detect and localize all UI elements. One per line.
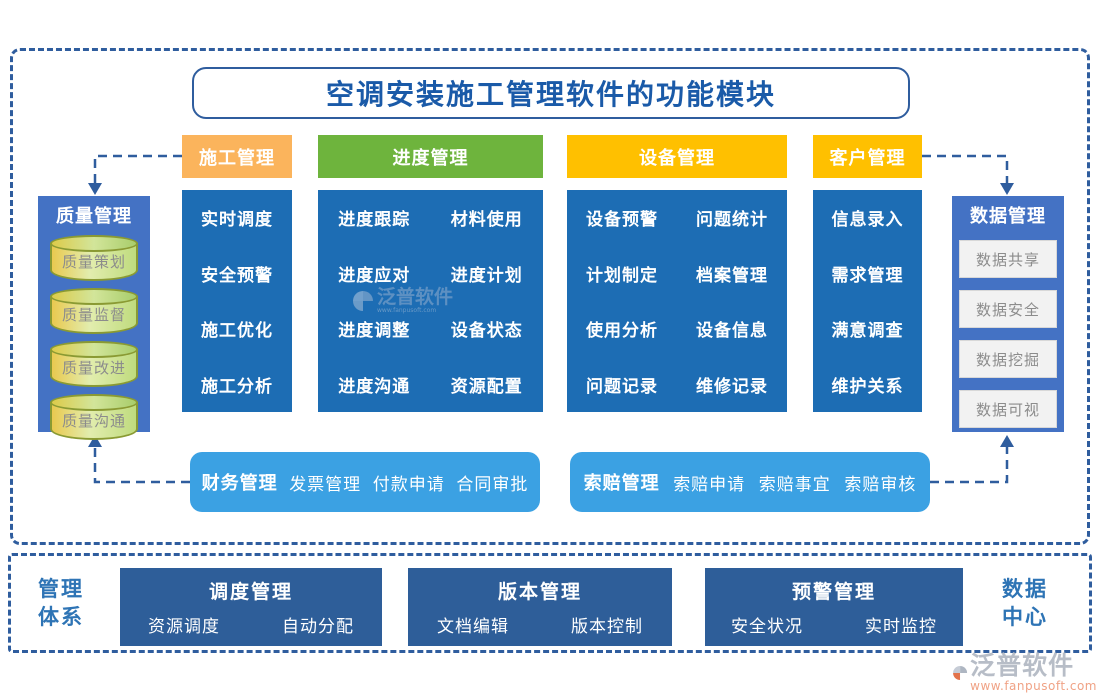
module-item: 需求管理 bbox=[831, 265, 904, 286]
module-item: 满意调查 bbox=[831, 321, 904, 342]
label-line: 中心 bbox=[1002, 605, 1048, 630]
panel-title: 质量管理 bbox=[56, 206, 132, 227]
cylinder-top bbox=[50, 341, 138, 358]
bottom-dashed-frame bbox=[8, 553, 1092, 653]
module-item: 进度调整 bbox=[338, 321, 411, 342]
cylinder-label: 质量监督 bbox=[61, 306, 126, 324]
finance-management-bar: 财务管理 发票管理 付款申请 合同审批 bbox=[190, 452, 540, 512]
header-label: 进度管理 bbox=[392, 147, 469, 169]
column-construction: 实时调度 安全预警 施工优化 施工分析 bbox=[182, 190, 292, 412]
module-item: 进度应对 bbox=[338, 265, 411, 286]
cylinder-quality-supervision: 质量监督 bbox=[50, 288, 138, 334]
brand-name: 泛普软件 bbox=[970, 650, 1075, 680]
module-item: 进度沟通 bbox=[338, 376, 411, 397]
module-item: 设备信息 bbox=[696, 321, 768, 342]
module-item: 材料使用 bbox=[450, 210, 523, 231]
data-sharing-box: 数据共享 bbox=[959, 240, 1057, 278]
module-item: 施工分析 bbox=[201, 376, 273, 397]
box-item: 自动分配 bbox=[282, 617, 354, 637]
header-label: 客户管理 bbox=[829, 147, 906, 169]
header-customer-management: 客户管理 bbox=[813, 135, 922, 178]
cylinder-top bbox=[50, 394, 138, 411]
header-label: 施工管理 bbox=[199, 147, 275, 169]
data-center-label: 数据 中心 bbox=[992, 575, 1058, 632]
module-item: 计划制定 bbox=[586, 265, 658, 286]
bar-item: 索赔申请 bbox=[673, 474, 746, 495]
panel-title: 数据管理 bbox=[970, 206, 1046, 227]
panel-data-management: 数据管理 数据共享 数据安全 数据挖掘 数据可视 bbox=[952, 196, 1064, 432]
box-item: 实时监控 bbox=[865, 617, 937, 637]
panel-quality-management: 质量管理 质量策划 质量监督 质量改进 质量沟通 bbox=[38, 196, 150, 440]
box-item: 文档编辑 bbox=[437, 617, 509, 637]
header-label: 设备管理 bbox=[639, 147, 715, 169]
label-line: 管理 bbox=[38, 577, 84, 601]
bar-item: 发票管理 bbox=[289, 474, 362, 495]
column-customer: 信息录入 需求管理 满意调查 维护关系 bbox=[813, 190, 922, 412]
column-equipment: 设备预警 问题统计 计划制定 档案管理 使用分析 设备信息 问题记录 维修记录 bbox=[567, 190, 787, 412]
version-management-box: 版本管理 文档编辑 版本控制 bbox=[408, 568, 672, 646]
module-item: 问题统计 bbox=[696, 210, 768, 231]
cylinder-quality-communication: 质量沟通 bbox=[50, 394, 138, 440]
diagram-title: 空调安装施工管理软件的功能模块 bbox=[325, 78, 776, 111]
module-item: 进度计划 bbox=[450, 265, 523, 286]
module-item: 资源配置 bbox=[450, 376, 523, 397]
cylinder-label: 质量沟通 bbox=[61, 412, 126, 430]
column-progress: 进度跟踪 材料使用 进度应对 进度计划 进度调整 设备状态 进度沟通 资源配置 bbox=[318, 190, 543, 412]
module-item: 进度跟踪 bbox=[338, 210, 411, 231]
box-title: 调度管理 bbox=[208, 581, 293, 603]
bar-item: 付款申请 bbox=[372, 474, 445, 495]
bar-title: 财务管理 bbox=[201, 473, 278, 494]
module-item: 使用分析 bbox=[586, 321, 658, 342]
label-line: 数据 bbox=[1002, 577, 1048, 601]
module-item: 实时调度 bbox=[201, 210, 273, 231]
cylinder-quality-improvement: 质量改进 bbox=[50, 341, 138, 387]
fanpu-logo: 泛普软件 www.fanpusoft.com bbox=[952, 650, 1097, 696]
module-item: 问题记录 bbox=[586, 376, 658, 397]
box-item: 版本控制 bbox=[571, 617, 643, 637]
module-item: 安全预警 bbox=[201, 265, 273, 286]
header-progress-management: 进度管理 bbox=[318, 135, 543, 178]
diagram-title-box: 空调安装施工管理软件的功能模块 bbox=[192, 67, 910, 119]
bar-item: 合同审批 bbox=[456, 474, 529, 495]
box-title: 版本管理 bbox=[497, 581, 582, 603]
claim-management-bar: 索赔管理 索赔申请 索赔事宜 索赔审核 bbox=[570, 452, 930, 512]
module-item: 维修记录 bbox=[696, 376, 768, 397]
module-item: 施工优化 bbox=[201, 321, 273, 342]
box-title: 预警管理 bbox=[791, 581, 876, 603]
bar-item: 索赔事宜 bbox=[758, 474, 831, 495]
box-item: 资源调度 bbox=[148, 617, 220, 637]
main-dashed-frame bbox=[10, 48, 1090, 545]
module-item: 信息录入 bbox=[831, 210, 904, 231]
module-item: 维护关系 bbox=[831, 376, 904, 397]
warning-management-box: 预警管理 安全状况 实时监控 bbox=[705, 568, 963, 646]
module-item: 档案管理 bbox=[696, 265, 768, 286]
cylinder-label: 质量改进 bbox=[61, 359, 126, 377]
data-mining-box: 数据挖掘 bbox=[959, 340, 1057, 378]
dispatch-management-box: 调度管理 资源调度 自动分配 bbox=[120, 568, 382, 646]
bar-title: 索赔管理 bbox=[583, 473, 660, 494]
brand-url: www.fanpusoft.com bbox=[970, 678, 1097, 693]
cylinder-label: 质量策划 bbox=[61, 253, 126, 271]
cylinder-quality-planning: 质量策划 bbox=[50, 235, 138, 281]
header-construction-management: 施工管理 bbox=[182, 135, 292, 178]
data-visualization-box: 数据可视 bbox=[959, 390, 1057, 428]
data-security-box: 数据安全 bbox=[959, 290, 1057, 328]
box-item: 安全状况 bbox=[731, 617, 803, 637]
header-equipment-management: 设备管理 bbox=[567, 135, 787, 178]
cylinder-top bbox=[50, 288, 138, 305]
bar-item: 索赔审核 bbox=[844, 474, 917, 495]
management-system-label: 管理 体系 bbox=[28, 575, 94, 632]
label-line: 体系 bbox=[38, 605, 84, 630]
module-item: 设备状态 bbox=[450, 321, 523, 342]
module-item: 设备预警 bbox=[586, 210, 658, 231]
fanpu-logo-icon bbox=[953, 665, 968, 681]
cylinder-top bbox=[50, 235, 138, 252]
